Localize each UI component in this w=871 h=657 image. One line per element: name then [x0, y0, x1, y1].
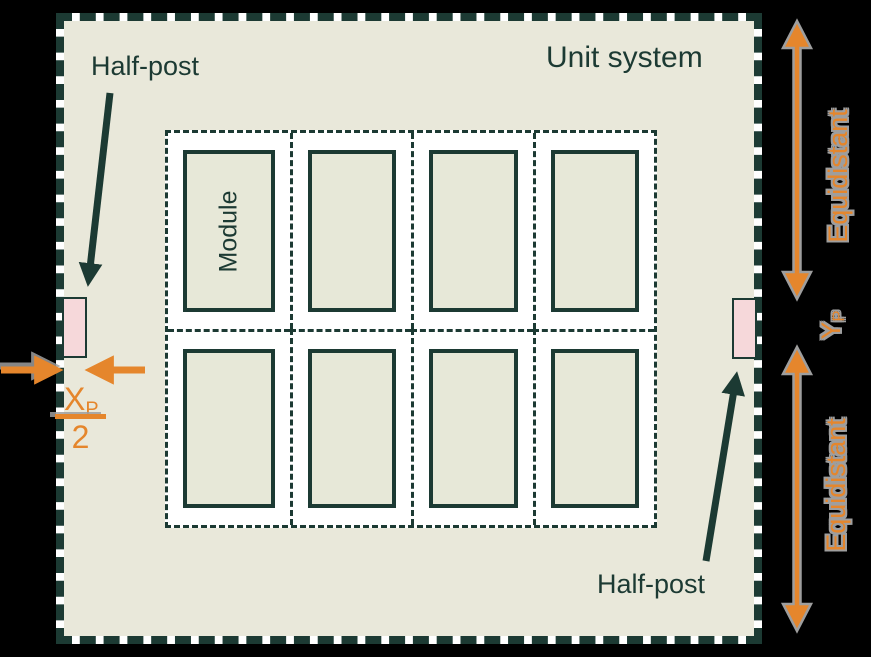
module-rect — [183, 349, 275, 508]
x-pitch-denominator: 2 — [71, 419, 90, 455]
module-cell — [289, 329, 411, 525]
module-rect — [429, 150, 518, 312]
module-rect — [550, 349, 639, 508]
module-rect — [429, 349, 518, 508]
module-cell — [168, 329, 290, 525]
fraction-bar — [55, 414, 106, 419]
module-cell — [532, 329, 654, 525]
y-pitch-base: Y — [816, 321, 846, 340]
unit-system-title: Unit system — [546, 41, 703, 74]
equidistant-label-top: Equidistant — [823, 109, 853, 243]
module-rect — [307, 150, 396, 312]
y-pitch-label: YP — [816, 295, 849, 355]
module-cell — [411, 133, 533, 329]
equidistant-arrow-top-icon — [780, 18, 814, 302]
module-label: Module — [214, 190, 243, 272]
module-rect: Module — [183, 150, 275, 312]
x-pitch-base: X — [64, 381, 86, 417]
equidistant-arrow-bottom-icon — [780, 344, 814, 634]
module-cell — [411, 329, 533, 525]
module-cell — [532, 133, 655, 329]
half-post-label-top: Half-post — [91, 51, 200, 81]
module-grid: Module — [165, 130, 657, 528]
module-cell: Module — [168, 133, 290, 329]
y-pitch-subscript: P — [829, 310, 849, 322]
module-cell — [289, 133, 412, 329]
module-rect — [307, 349, 396, 508]
half-post-left — [62, 297, 87, 358]
half-post-label-bottom: Half-post — [597, 569, 706, 599]
half-post-right — [732, 298, 757, 359]
module-rect — [550, 150, 639, 312]
equidistant-label-bottom: Equidistant — [821, 418, 851, 552]
